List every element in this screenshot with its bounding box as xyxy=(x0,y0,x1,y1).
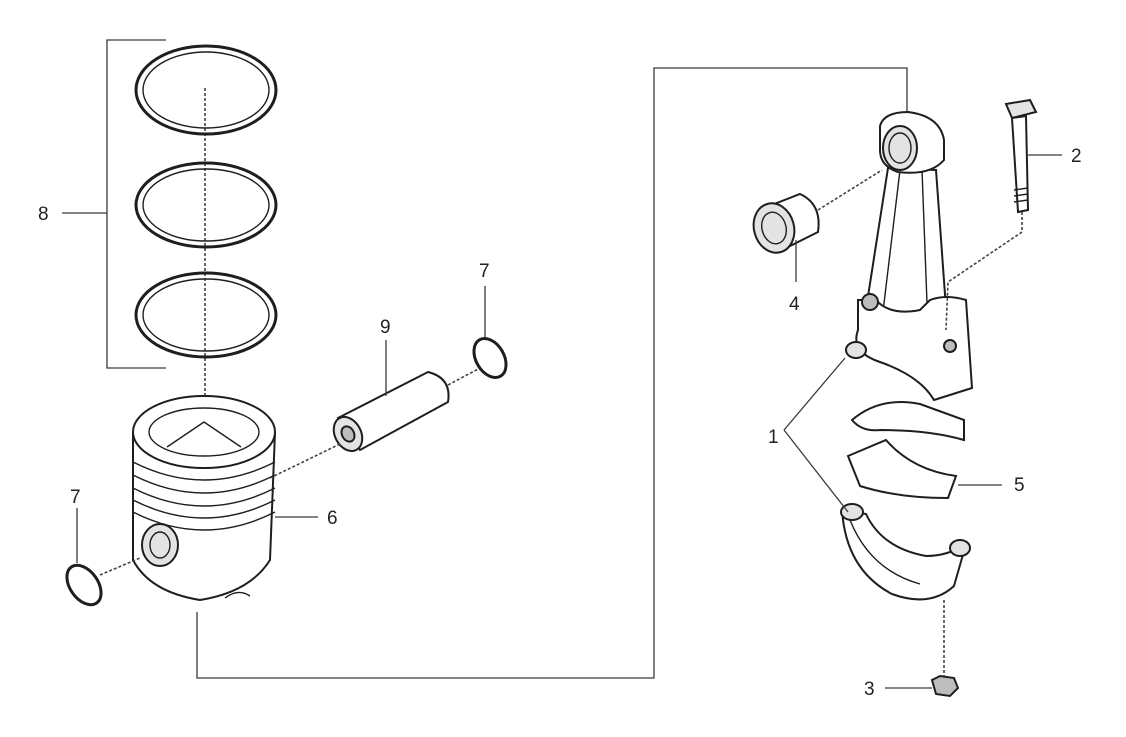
label-circlip-left: 7 xyxy=(70,487,81,508)
circlip-left xyxy=(65,563,103,607)
conrod-nut xyxy=(930,674,960,698)
label-piston: 6 xyxy=(327,508,338,529)
bearing-shell-upper xyxy=(850,401,965,442)
bolt-axis-line xyxy=(945,212,1023,331)
piston xyxy=(132,395,276,602)
assembly-connector-bracket xyxy=(196,67,908,679)
label-piston-pin: 9 xyxy=(380,317,391,338)
small-end-bushing xyxy=(752,192,820,254)
shell-leader-upper xyxy=(783,357,846,431)
pin-axis-line xyxy=(447,367,481,386)
conrod-cap xyxy=(840,503,971,601)
piston-pin xyxy=(332,370,450,453)
circlip-left-axis-line xyxy=(99,557,141,576)
label-conrod-nut: 3 xyxy=(864,679,875,700)
label-circlip-right: 7 xyxy=(479,261,490,282)
label-conrod-bearing-shells: 1 xyxy=(768,427,779,448)
piston-ring-top xyxy=(134,44,278,136)
label-piston-rings: 8 xyxy=(38,204,49,225)
label-conrod-bolt: 2 xyxy=(1071,146,1082,167)
connecting-rod xyxy=(845,110,974,402)
circlip-right xyxy=(472,337,508,379)
piston-ring-bottom xyxy=(134,271,278,359)
conrod-bolt xyxy=(1004,98,1038,214)
shell-leader-lower xyxy=(783,429,849,513)
bushing-axis-line xyxy=(817,169,883,211)
label-small-end-bushing: 4 xyxy=(789,294,800,315)
bearing-shell-lower xyxy=(846,438,958,500)
label-conrod-cap: 5 xyxy=(1014,475,1025,496)
piston-ring-middle xyxy=(134,161,278,249)
ring-group-bracket xyxy=(106,39,166,369)
pin-axis-line-lower xyxy=(269,443,341,479)
